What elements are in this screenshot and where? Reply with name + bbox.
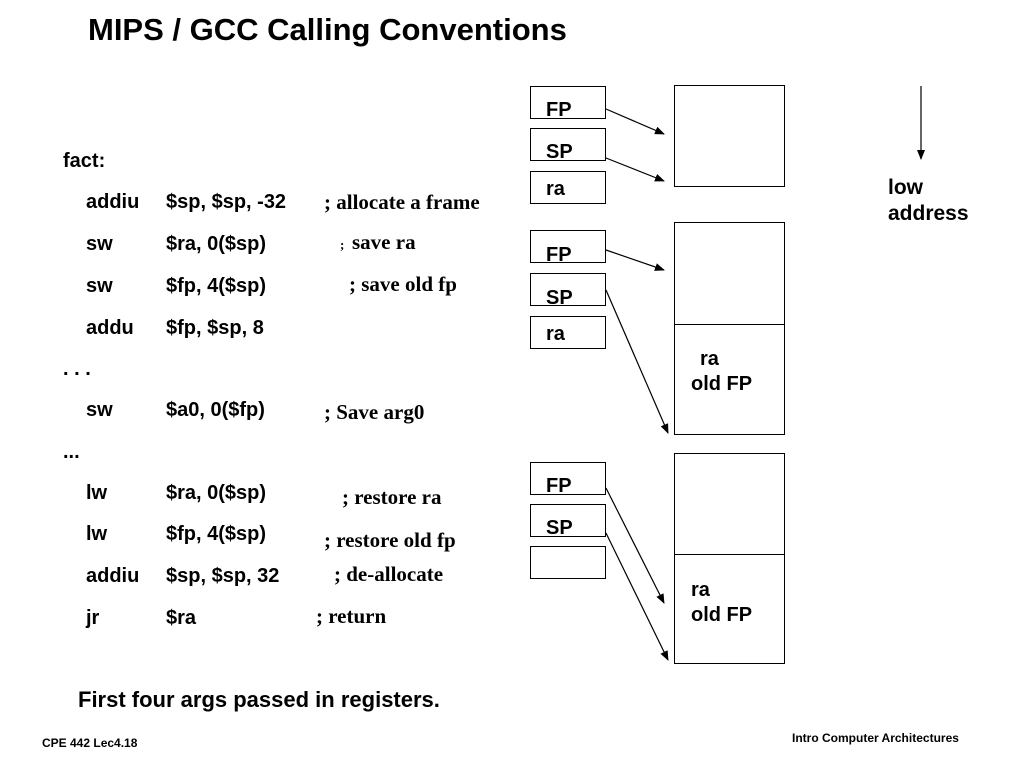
code-op: sw <box>86 275 113 297</box>
fp-register-label: FP <box>546 244 572 266</box>
code-op: sw <box>86 233 113 255</box>
ra-register-box <box>530 171 606 204</box>
code-op: addiu <box>86 565 140 587</box>
ra-register-label: ra <box>546 323 565 345</box>
code-args: $fp, 4($sp) <box>166 523 267 545</box>
code-op: lw <box>86 523 108 545</box>
fp-pointer-arrow <box>605 487 665 604</box>
sp-register-box <box>530 128 606 161</box>
code-comment-semicolon: ; <box>340 237 345 252</box>
code-comment: ; restore ra <box>342 485 442 509</box>
stack-frame <box>674 222 785 325</box>
code-args: $ra, 0($sp) <box>166 233 267 255</box>
code-comment: save ra <box>352 230 416 254</box>
stack-frame <box>674 85 785 187</box>
code-op: addu <box>86 317 134 339</box>
code-comment: ; de-allocate <box>334 562 444 586</box>
code-comment: ; return <box>316 604 387 628</box>
sp-register-box <box>530 273 606 306</box>
args-note: First four args passed in registers. <box>78 687 440 712</box>
frame-ra-label: ra <box>700 348 719 370</box>
code-args: $sp, $sp, 32 <box>166 565 280 587</box>
sp-pointer-arrow <box>605 289 669 434</box>
code-args: $fp, $sp, 8 <box>166 317 264 339</box>
sp-pointer-arrow <box>605 532 669 661</box>
stack-frame <box>674 453 785 555</box>
stack-frame <box>674 324 785 435</box>
code-ellipsis: ... <box>63 441 80 463</box>
frame-old-fp-label: old FP <box>691 604 753 626</box>
stack-frame <box>674 554 785 664</box>
page-title: MIPS / GCC Calling Conventions <box>88 12 567 47</box>
fp-register-label: FP <box>546 475 572 497</box>
code-args: $ra, 0($sp) <box>166 482 267 504</box>
sp-pointer-arrow <box>605 157 665 182</box>
code-args: $ra <box>166 607 197 629</box>
code-ellipsis: . . . <box>63 358 91 380</box>
low-address-label: low <box>888 176 923 199</box>
code-comment: ; save old fp <box>349 272 457 296</box>
frame-old-fp-label: old FP <box>691 373 753 395</box>
fp-register-box <box>530 462 606 495</box>
sp-register-label: SP <box>546 287 573 309</box>
fp-register-box <box>530 230 606 263</box>
low-address-label: address <box>888 202 969 225</box>
code-op: jr <box>86 607 100 629</box>
code-args: $sp, $sp, -32 <box>166 191 287 213</box>
ra-register-box <box>530 316 606 349</box>
code-args: $a0, 0($fp) <box>166 399 265 421</box>
empty-register-box <box>530 546 606 579</box>
code-label-fact: fact: <box>63 150 106 172</box>
fp-register-label: FP <box>546 99 572 121</box>
code-args: $fp, 4($sp) <box>166 275 267 297</box>
code-op: addiu <box>86 191 140 213</box>
sp-register-label: SP <box>546 141 573 163</box>
fp-register-box <box>530 86 606 119</box>
ra-register-label: ra <box>546 178 565 200</box>
sp-register-box <box>530 504 606 537</box>
code-comment: ; Save arg0 <box>324 400 425 424</box>
code-op: sw <box>86 399 113 421</box>
fp-pointer-arrow <box>605 249 665 271</box>
code-comment: ; allocate a frame <box>324 190 480 214</box>
fp-pointer-arrow <box>605 108 665 135</box>
frame-ra-label: ra <box>691 579 710 601</box>
code-op: lw <box>86 482 108 504</box>
code-comment: ; restore old fp <box>324 528 456 552</box>
sp-register-label: SP <box>546 517 573 539</box>
footer-right: Intro Computer Architectures <box>792 731 959 745</box>
footer-left: CPE 442 Lec4.18 <box>42 736 138 750</box>
